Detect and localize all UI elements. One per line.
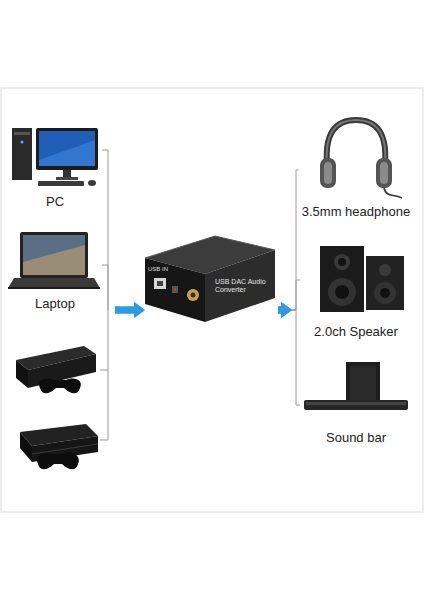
connector bbox=[278, 170, 299, 318]
device-label: Sound bar bbox=[326, 430, 386, 448]
arrow-head bbox=[115, 302, 145, 318]
bracket-line bbox=[102, 265, 108, 310]
ps4-illustration bbox=[20, 424, 98, 469]
converter-box: USB DAC Audio Converter bbox=[145, 232, 277, 324]
connector bbox=[102, 150, 145, 318]
port-label: USB IN bbox=[148, 266, 168, 273]
device-node: 3.5mm headphone bbox=[299, 116, 414, 222]
converter-illustration bbox=[145, 236, 275, 322]
device-label: Laptop bbox=[35, 296, 75, 314]
device-node: Sound bar bbox=[300, 354, 412, 448]
arrow-head bbox=[278, 302, 292, 318]
ps3-illustration bbox=[16, 346, 96, 393]
frame bbox=[1, 88, 423, 512]
connector bbox=[278, 302, 300, 405]
bracket-line bbox=[292, 170, 299, 310]
device-node: Laptop bbox=[8, 228, 102, 314]
connector bbox=[102, 265, 145, 318]
arrow-head bbox=[115, 302, 145, 318]
device-label: PC bbox=[46, 194, 64, 212]
device-label: 3.5mm headphone bbox=[302, 204, 410, 222]
soundbar-illustration bbox=[304, 362, 408, 410]
bracket-ticks bbox=[100, 310, 108, 440]
headphone-illustration bbox=[320, 120, 402, 198]
device-node: 2.0ch Speaker bbox=[300, 240, 412, 342]
pc-illustration bbox=[12, 128, 98, 186]
device-print: USB DAC Audio Converter bbox=[215, 278, 267, 294]
bracket-line bbox=[102, 150, 108, 310]
arrow-head bbox=[278, 302, 292, 318]
arrow-head bbox=[278, 302, 292, 318]
device-label: 2.0ch Speaker bbox=[314, 324, 398, 342]
speaker-illustration bbox=[320, 246, 404, 312]
connector bbox=[278, 280, 300, 318]
bracket-line bbox=[292, 310, 300, 405]
device-node: PC bbox=[8, 120, 102, 212]
bracket-line bbox=[292, 280, 300, 310]
laptop-illustration bbox=[8, 232, 100, 289]
